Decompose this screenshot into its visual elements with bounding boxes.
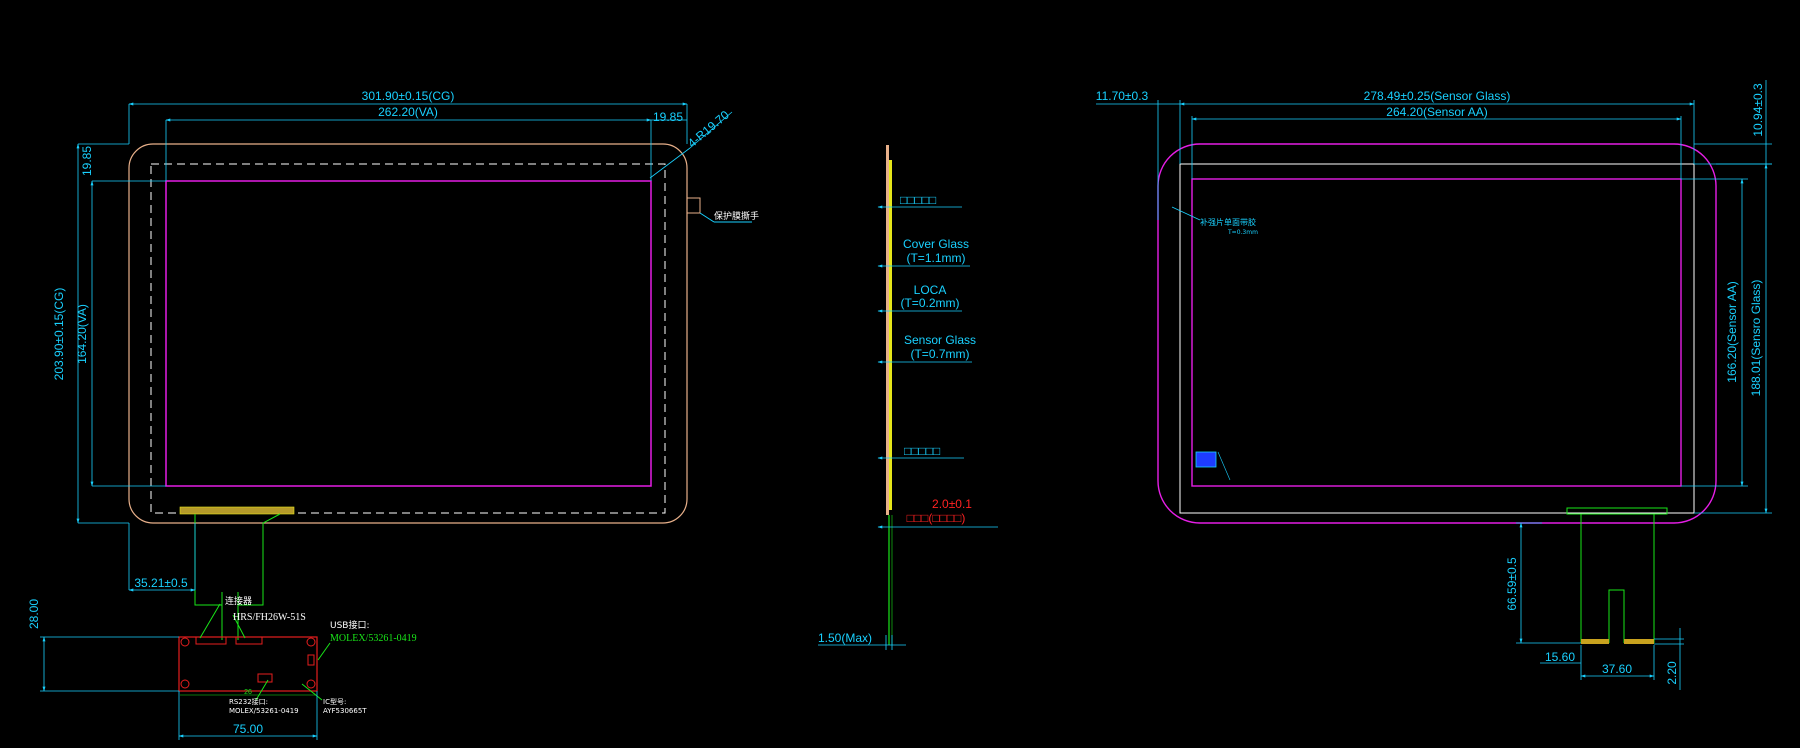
tolerance-note: □□□(□□□□) bbox=[907, 511, 966, 525]
protective-film-tab-note: 保护膜撕手 bbox=[714, 210, 759, 222]
pcb-inner-dimension: 26 bbox=[244, 689, 252, 696]
cover-glass-layer bbox=[886, 145, 889, 515]
rear-fpc-contact bbox=[1624, 639, 1654, 644]
rear-fpc-length-dimension: 66.59±0.5 bbox=[1505, 557, 1519, 611]
mounting-hole bbox=[306, 679, 316, 689]
ink-border-dashed bbox=[150, 163, 666, 514]
loca-thickness: (T=0.2mm) bbox=[900, 296, 959, 310]
pcb-connector bbox=[195, 636, 227, 645]
connector-title: 连接器 bbox=[225, 595, 252, 607]
cover-glass-thickness: (T=1.1mm) bbox=[906, 251, 965, 265]
loca-label: LOCA bbox=[914, 283, 947, 297]
height-va-dimension: 164.20(VA) bbox=[75, 304, 89, 364]
sensor-active-area bbox=[1191, 178, 1682, 487]
sensor-glass-thickness: (T=0.7mm) bbox=[910, 347, 969, 361]
fpc-offset-dimension: 35.21±0.5 bbox=[134, 576, 188, 590]
rear-fpc-bonding bbox=[1566, 507, 1668, 515]
loca-layer bbox=[889, 160, 890, 510]
side-bottom-label: □□□□□ bbox=[904, 444, 940, 458]
view-area bbox=[165, 180, 652, 487]
width-cg-dimension: 301.90±0.15(CG) bbox=[362, 89, 455, 103]
cover-glass-outline bbox=[128, 143, 688, 524]
front-view: 保护膜撕手 连接器 HRS/FH26W-51S USB接口: MOLEX/532… bbox=[27, 89, 759, 740]
pcb-component bbox=[257, 673, 273, 683]
side-view: □□□□□ Cover Glass (T=1.1mm) LOCA (T=0.2m… bbox=[818, 145, 998, 650]
protective-film-tab bbox=[686, 197, 701, 214]
fpc-bonding-strip bbox=[179, 506, 295, 515]
rear-cover-outline bbox=[1157, 143, 1717, 524]
max-thickness-dimension: 1.50(Max) bbox=[818, 631, 872, 645]
usb-title: USB接口: bbox=[330, 619, 370, 631]
usb-part: MOLEX/53261-0419 bbox=[330, 633, 417, 644]
tape-note: 补强片单面带胶 bbox=[1200, 217, 1256, 227]
tolerance-label: 2.0±0.1 bbox=[932, 497, 972, 511]
rear-fpc-width-dimension: 37.60 bbox=[1602, 662, 1632, 676]
rear-width-sg-dimension: 278.49±0.25(Sensor Glass) bbox=[1364, 89, 1511, 103]
rear-offset-right-dimension: 10.94±0.3 bbox=[1751, 83, 1765, 137]
corner-radius-dimension: 4-R19.70 bbox=[685, 108, 732, 151]
rs232-title: RS232接口: bbox=[229, 697, 268, 706]
sensor-glass-label: Sensor Glass bbox=[904, 333, 976, 347]
width-va-dimension: 262.20(VA) bbox=[378, 105, 438, 119]
ic-part: AYF530665T bbox=[323, 707, 367, 715]
pcb-connector bbox=[235, 636, 263, 645]
pcb-height-dimension: 28.00 bbox=[27, 599, 41, 629]
rear-height-aa-dimension: 166.20(Sensor AA) bbox=[1725, 281, 1739, 382]
cover-glass-label: Cover Glass bbox=[903, 237, 969, 251]
fpc-tail bbox=[194, 513, 281, 606]
rear-fpc-end-dimension: 2.20 bbox=[1665, 661, 1679, 685]
rear-fpc-offset-dimension: 15.60 bbox=[1545, 650, 1575, 664]
rs232-part: MOLEX/53261-0419 bbox=[229, 707, 299, 715]
margin-right-dimension: 19.85 bbox=[653, 110, 683, 124]
mounting-hole bbox=[180, 637, 190, 647]
height-cg-dimension: 203.90±0.15(CG) bbox=[52, 288, 66, 381]
rear-width-aa-dimension: 264.20(Sensor AA) bbox=[1386, 105, 1487, 119]
rear-fpc-tail bbox=[1580, 514, 1655, 643]
connector-part: HRS/FH26W-51S bbox=[233, 612, 306, 623]
margin-top-dimension: 19.85 bbox=[80, 146, 94, 176]
tape-sub: T=0.3mm bbox=[1227, 229, 1258, 236]
mounting-hole bbox=[306, 637, 316, 647]
sensor-glass-layer bbox=[890, 160, 892, 510]
mounting-hole bbox=[180, 679, 190, 689]
rear-offset-left-dimension: 11.70±0.3 bbox=[1096, 89, 1149, 103]
rear-view: 补强片单面带胶 T=0.3mm 11.70±0.3 278.49±0.25(Se… bbox=[1096, 80, 1772, 690]
controller-pcb bbox=[178, 636, 318, 692]
sensor-glass-outline bbox=[1179, 163, 1695, 514]
ic-title: IC型号: bbox=[323, 697, 346, 706]
rear-height-sg-dimension: 188.01(Sensro Glass) bbox=[1749, 280, 1763, 397]
stiffener-mark bbox=[1195, 451, 1217, 468]
side-top-label: □□□□□ bbox=[900, 193, 936, 207]
pcb-width-dimension: 75.00 bbox=[233, 722, 263, 736]
rear-fpc-contact bbox=[1581, 639, 1609, 644]
pcb-component bbox=[307, 654, 315, 666]
